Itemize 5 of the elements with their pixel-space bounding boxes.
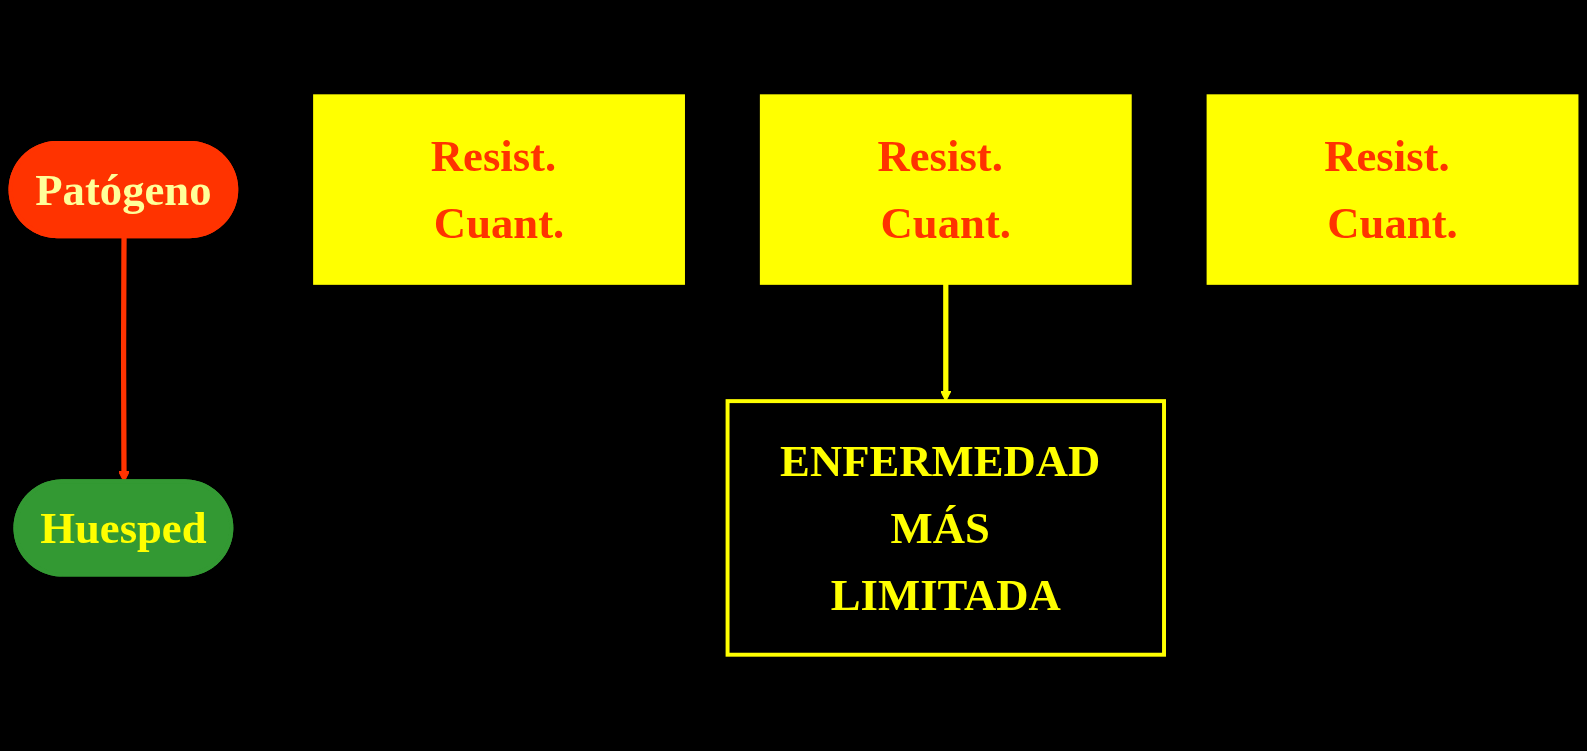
arrow: [940, 282, 952, 402]
node-box: Resist. Cuant.: [313, 94, 685, 285]
node-box: Resist. Cuant.: [759, 94, 1132, 285]
node-box: ENFERMEDAD MÁS LIMITADA: [725, 399, 1166, 657]
node-box: Resist. Cuant.: [1206, 94, 1579, 285]
